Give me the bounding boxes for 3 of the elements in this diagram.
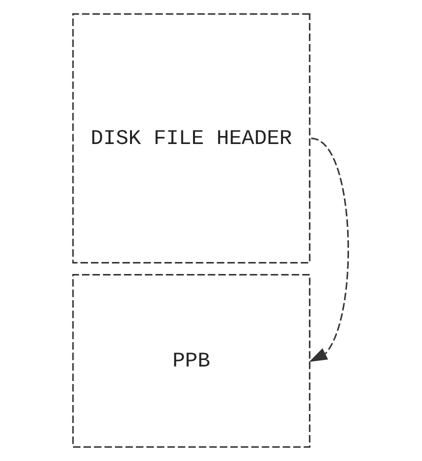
arrow xyxy=(309,138,349,362)
node-box: PPB xyxy=(72,274,310,448)
node-box: DISK FILE HEADER xyxy=(72,13,310,264)
